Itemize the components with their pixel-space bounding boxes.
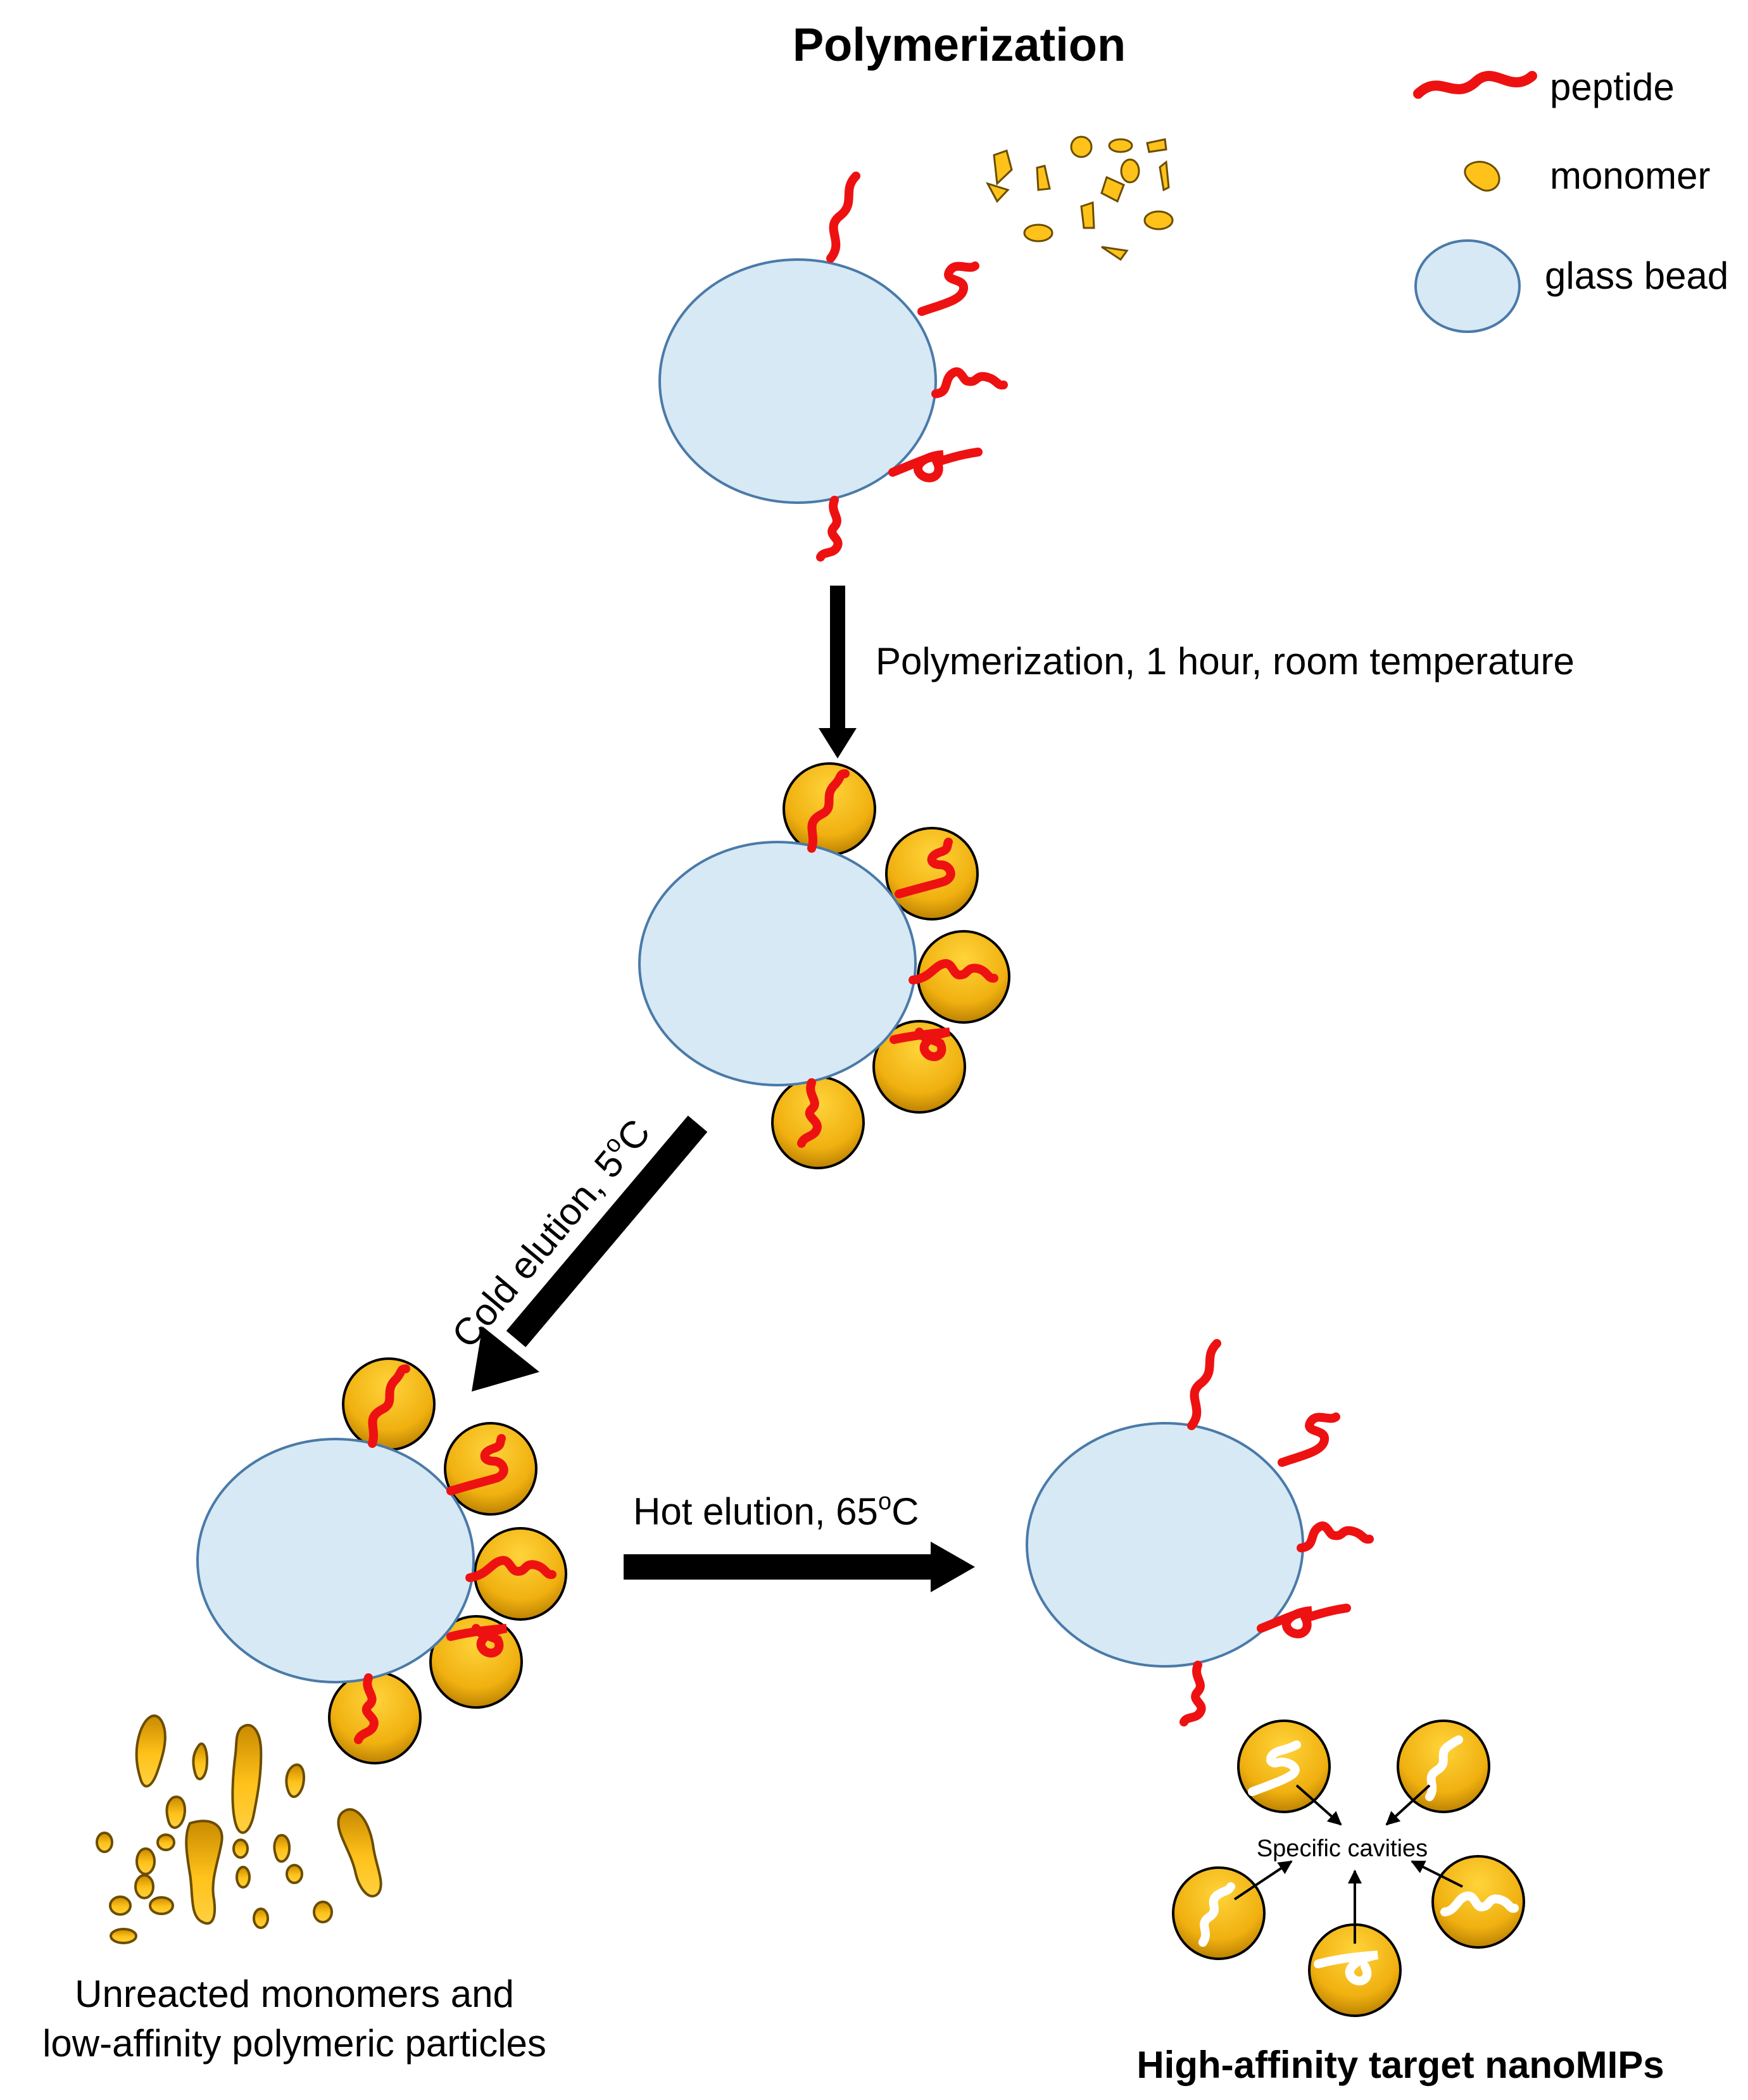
unreacted-label-line-2: low-affinity polymeric particles (42, 2022, 546, 2065)
unreacted-label-line-1: Unreacted monomers and (75, 1973, 514, 2015)
stage-3-after-cold-elution (196, 1357, 567, 1764)
glass-bead (658, 258, 937, 504)
legend-peptide-icon (1413, 71, 1537, 99)
hot-elution-arrow (624, 1542, 975, 1592)
bound-peptides (797, 769, 998, 1148)
legend-peptide-label: peptide (1550, 66, 1675, 108)
cavity-pointer-arrows (1233, 1784, 1463, 1944)
legend-monomer-icon (1464, 161, 1500, 192)
diagram-title: Polymerization (793, 18, 1126, 71)
nanomip-particles: Specific cavities (1172, 1720, 1525, 2017)
nanomip-particle (1172, 1866, 1266, 1960)
cold-elution-step-label: Cold elution, 5oC (442, 1110, 658, 1355)
bound-peptides (816, 172, 1008, 562)
legend: peptide monomer glass bead (1413, 66, 1728, 333)
unreacted-monomer-debris (96, 1714, 382, 1944)
glass-bead (196, 1438, 475, 1683)
legend-glass-bead-label: glass bead (1545, 255, 1728, 297)
bound-peptides (354, 1364, 556, 1744)
glass-bead (638, 841, 917, 1086)
bound-peptides (1179, 1339, 1374, 1726)
cavity-peptide-imprints (1198, 1735, 1519, 1985)
free-monomers (985, 135, 1174, 261)
specific-cavities-label: Specific cavities (1257, 1835, 1428, 1862)
stage-2-polymerized-bead (638, 762, 1010, 1169)
cold-elution-arrow (472, 1116, 708, 1392)
stage-1-bead-with-peptides (658, 135, 1174, 562)
legend-glass-bead-icon (1414, 239, 1521, 333)
polymerization-step-label: Polymerization, 1 hour, room temperature (876, 640, 1575, 682)
polymerization-arrow (819, 586, 857, 758)
nanomips-label: High-affinity target nanoMIPs (1136, 2044, 1664, 2086)
stage-4-regenerated-bead (1026, 1339, 1374, 1726)
legend-monomer-label: monomer (1550, 154, 1710, 197)
hot-elution-step-label: Hot elution, 65oC (633, 1488, 919, 1533)
